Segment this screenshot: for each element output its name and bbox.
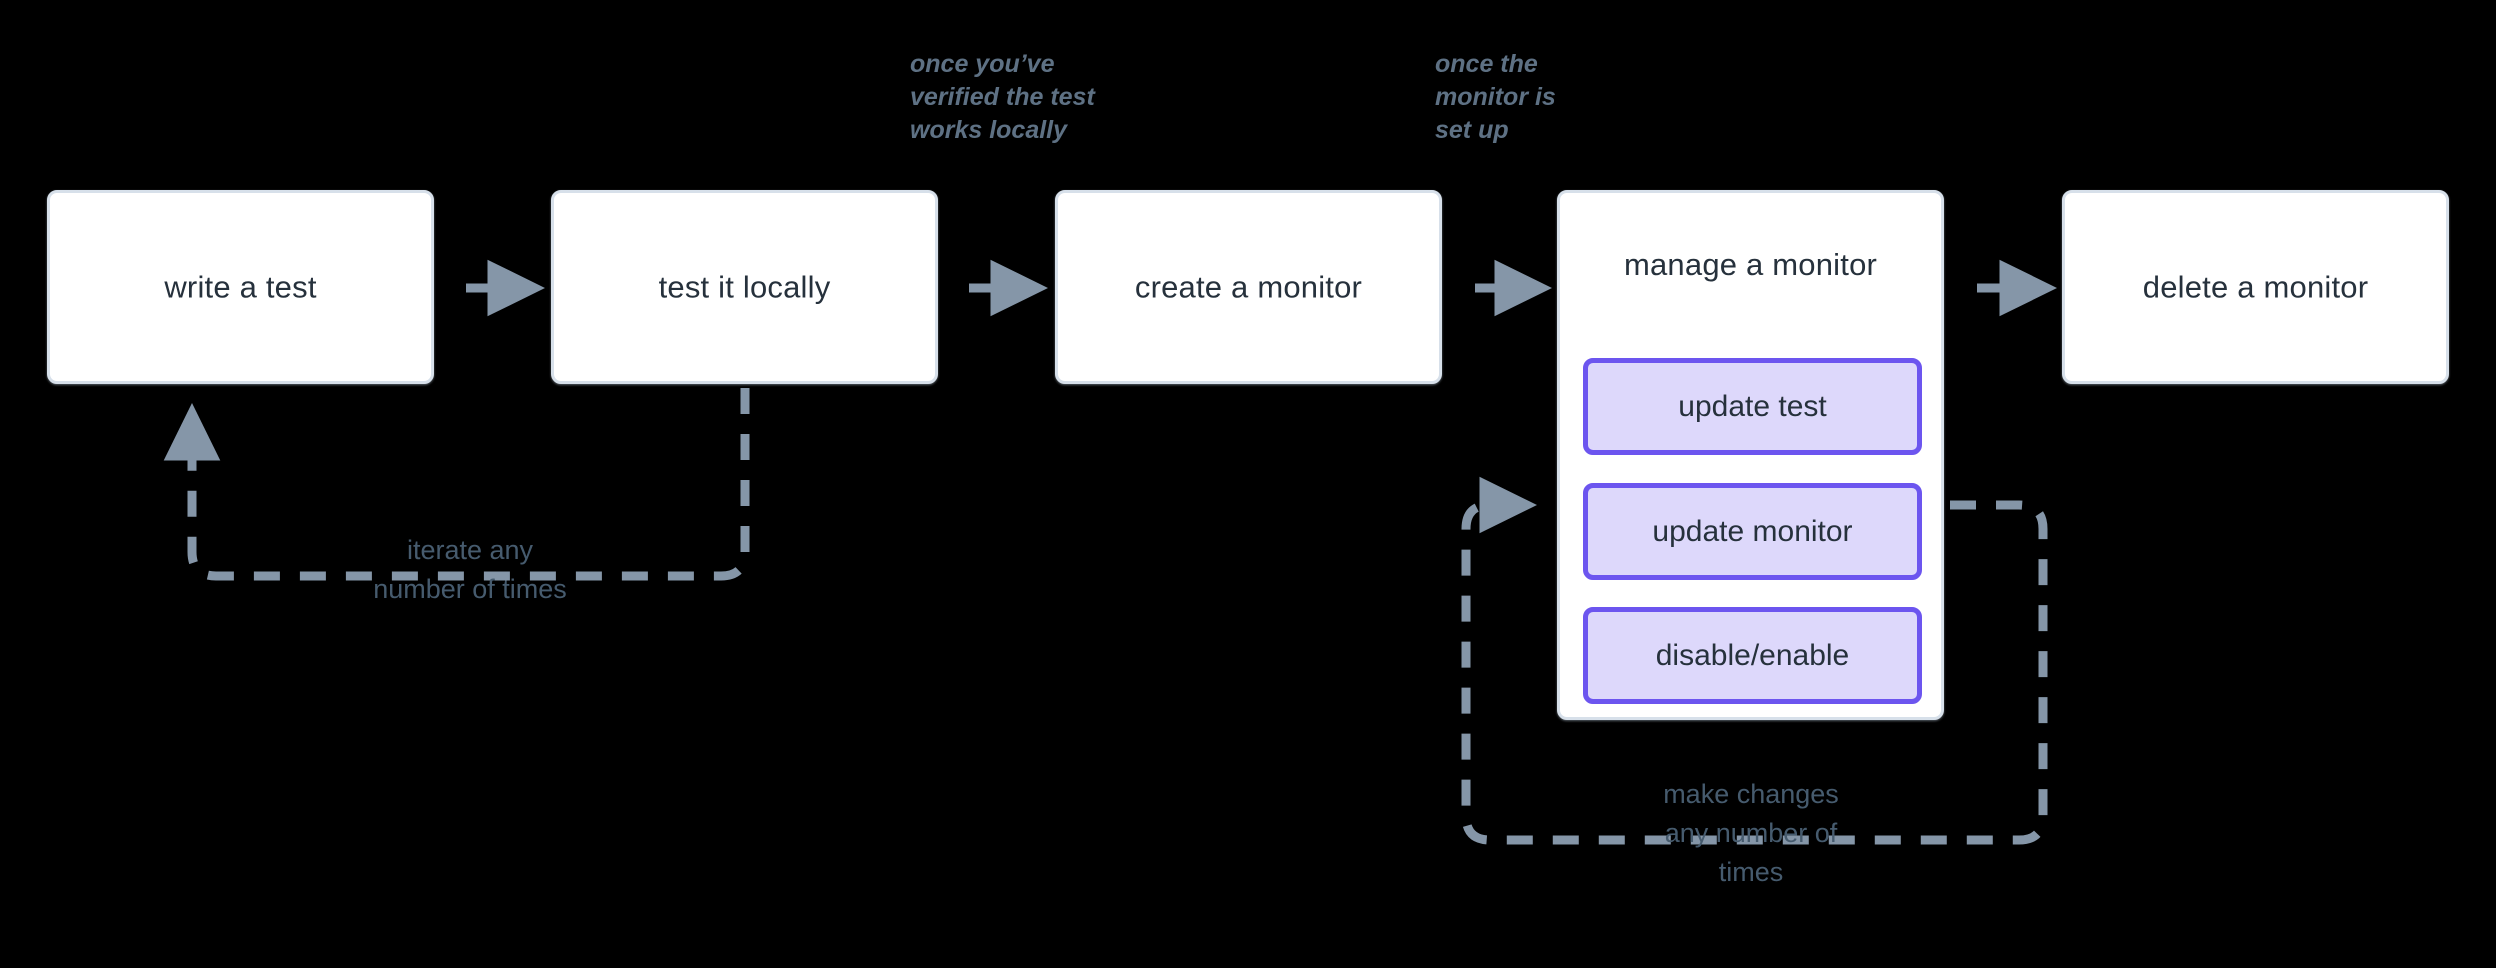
note-manage-loop: make changes any number of times [1663,779,1839,887]
note-iterate-loop: iterate any number of times [373,535,567,604]
note-monitor-set-up: once the monitor is set up [1435,50,1556,144]
node-delete-a-monitor[interactable]: delete a monitor [2062,190,2449,384]
chip-label-update-monitor: update monitor [1652,514,1853,548]
chip-label-disable-enable: disable/enable [1655,638,1850,672]
chip-label-update-test: update test [1678,389,1827,423]
node-label-manage-a-monitor: manage a monitor [1623,247,1878,282]
note-verified-locally: once you’ve verified the test works loca… [910,50,1095,144]
node-test-it-locally[interactable]: test it locally [551,190,938,384]
node-label-delete-a-monitor: delete a monitor [2142,269,2369,305]
chip-update-test[interactable]: update test [1583,358,1922,455]
node-create-a-monitor[interactable]: create a monitor [1055,190,1442,384]
node-manage-a-monitor[interactable]: manage a monitor update test update moni… [1557,190,1944,720]
node-write-a-test[interactable]: write a test [47,190,434,384]
chip-disable-enable[interactable]: disable/enable [1583,607,1922,704]
node-label-write-a-test: write a test [164,269,317,305]
node-label-test-it-locally: test it locally [658,269,831,305]
node-label-create-a-monitor: create a monitor [1134,269,1363,305]
chip-update-monitor[interactable]: update monitor [1583,483,1922,580]
